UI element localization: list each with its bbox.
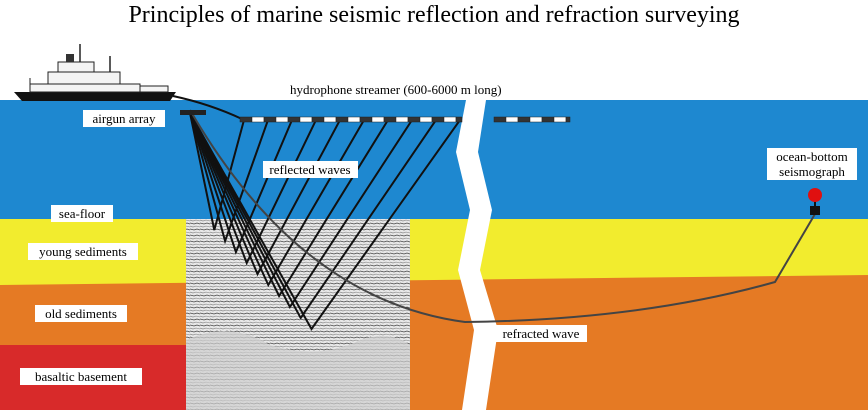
obs-label-line1: ocean-bottom: [776, 149, 847, 164]
basaltic-basement-label: basaltic basement: [35, 369, 127, 384]
streamer-segment: [359, 116, 373, 123]
streamer-segment: [347, 116, 361, 123]
streamer-segment: [323, 116, 337, 123]
reflected-ray: [189, 112, 437, 320]
streamer-segment: [529, 116, 543, 123]
refracted-wave-path: [189, 109, 816, 324]
streamer-segment: [419, 116, 433, 123]
ocean-bottom-seismograph-icon: [808, 188, 822, 215]
streamer-segment: [275, 116, 289, 123]
streamer-segment: [251, 116, 265, 123]
old-sediments-label: old sediments: [45, 306, 117, 321]
reflected-label-box: [263, 161, 358, 178]
streamer-segment: [383, 116, 397, 123]
streamer-segment: [553, 116, 567, 123]
reflected-ray: [189, 112, 413, 309]
reflected-ray: [189, 112, 269, 245]
streamer-segment: [239, 116, 253, 123]
refracted-label-box: [495, 325, 587, 342]
refracted-wave-label: refracted wave: [503, 326, 580, 341]
seismic-basement-texture: [186, 331, 410, 410]
reflected-ray: [189, 112, 461, 331]
airgun-label-box: [83, 110, 165, 127]
seafloor-label-box: [51, 205, 113, 222]
distance-break: [456, 100, 498, 410]
streamer-segment: [287, 116, 301, 123]
streamer-segment: [505, 116, 519, 123]
streamer-segment: [371, 116, 385, 123]
streamer-segment: [431, 116, 445, 123]
streamer-segment: [335, 116, 349, 123]
streamer-segment: [455, 116, 463, 123]
streamer-segment: [311, 116, 325, 123]
young-sediments-layer: [0, 219, 868, 285]
streamer-segment: [299, 116, 313, 123]
streamer-segment: [443, 116, 457, 123]
young-sediments-label: young sediments: [39, 244, 127, 259]
obs-label-line2: seismograph: [779, 164, 845, 179]
diagram-title: Principles of marine seismic reflection …: [128, 2, 739, 28]
streamer-segment: [541, 116, 555, 123]
streamer-segment: [407, 116, 421, 123]
airgun-array-label: airgun array: [93, 111, 156, 126]
streamer-segment: [517, 116, 531, 123]
reflected-ray: [189, 112, 389, 299]
research-ship-icon: [14, 44, 176, 101]
airgun-array-icon: [180, 110, 206, 115]
streamer-segment: [263, 116, 277, 123]
sea-floor-label: sea-floor: [59, 206, 106, 221]
reflected-waves-label: reflected waves: [269, 162, 350, 177]
tow-cable: [172, 95, 243, 120]
hydrophone-streamer: [239, 116, 571, 123]
streamer-segment: [493, 116, 507, 123]
reflected-ray: [189, 112, 245, 231]
obs-label-box: [767, 148, 857, 180]
young-label-box: [28, 243, 138, 260]
old-label-box: [35, 305, 127, 322]
streamer-label: hydrophone streamer (600-6000 m long): [290, 82, 502, 97]
streamer-segment: [395, 116, 409, 123]
basement-label-box: [20, 368, 142, 385]
streamer-segment: [565, 116, 571, 123]
